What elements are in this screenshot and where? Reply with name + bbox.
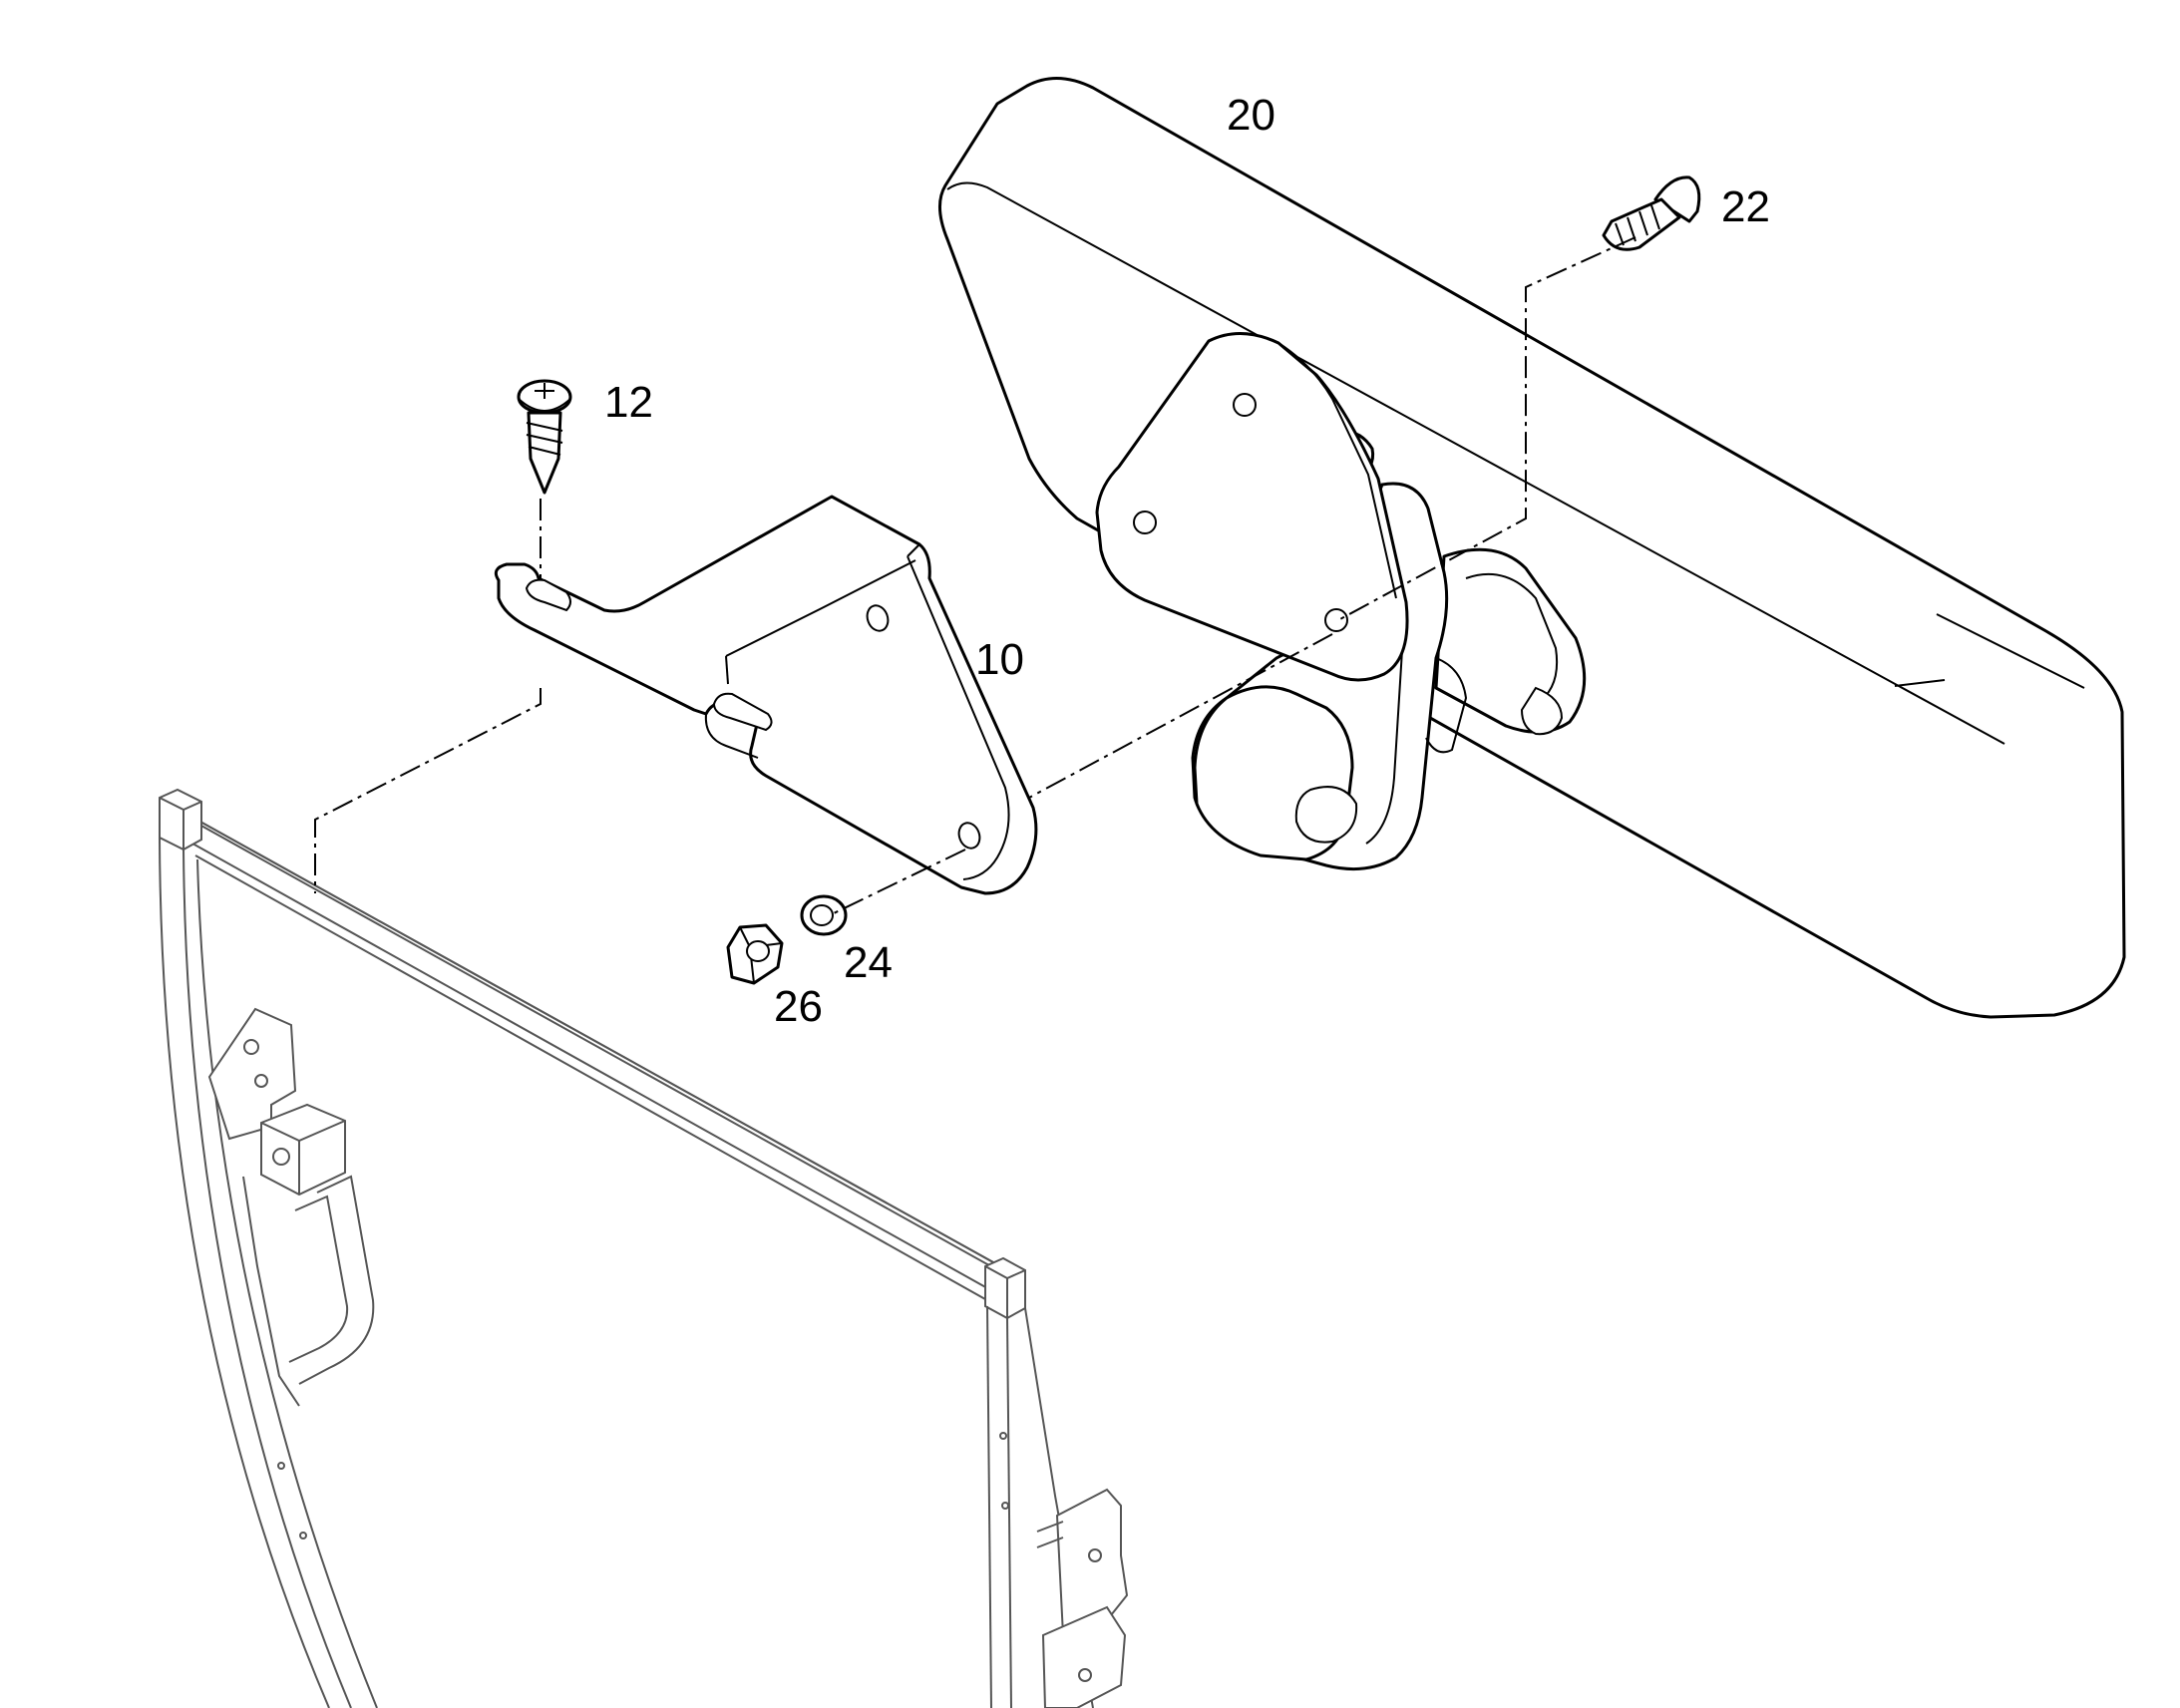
nut-26 xyxy=(726,923,784,985)
windshield-frame xyxy=(159,788,1129,1708)
callout-20: 20 xyxy=(1227,91,1275,140)
screw-22 xyxy=(1602,175,1701,251)
callout-24: 24 xyxy=(844,938,893,987)
callout-10: 10 xyxy=(975,635,1024,684)
assembly-leader-lines xyxy=(314,236,1636,914)
screw-12 xyxy=(517,379,572,495)
callout-26: 26 xyxy=(774,982,823,1031)
washer-24 xyxy=(800,894,848,936)
mounting-bracket xyxy=(494,495,1038,895)
callout-22: 22 xyxy=(1721,182,1770,231)
callout-12: 12 xyxy=(604,378,653,427)
rear-view-mirror xyxy=(938,76,2126,1019)
